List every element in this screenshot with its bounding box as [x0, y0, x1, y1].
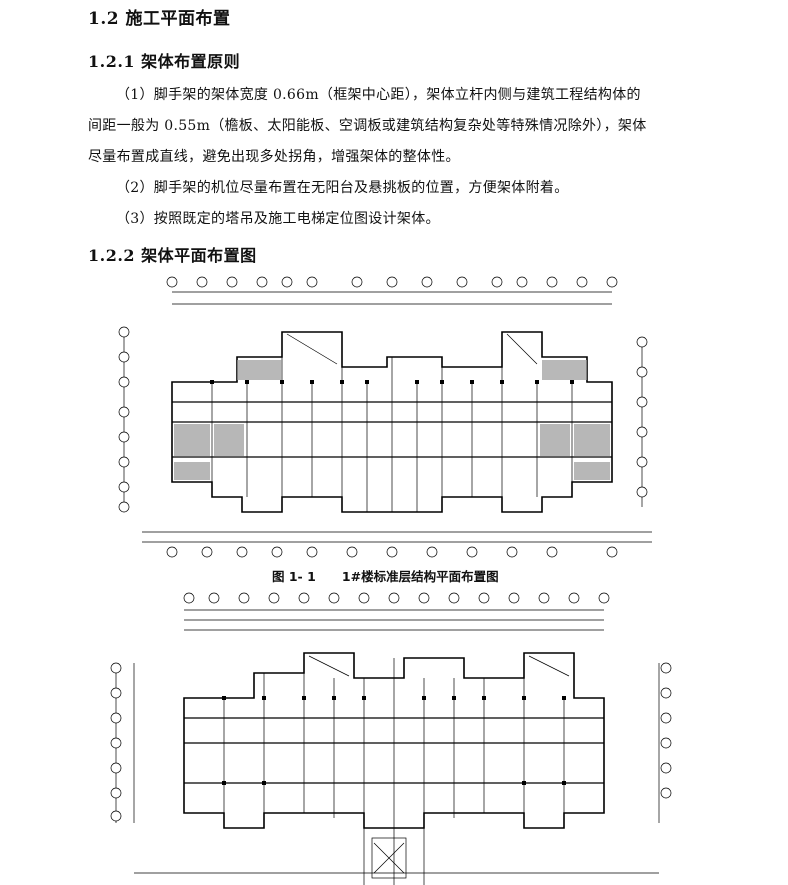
- paragraph-3: （3）按照既定的塔吊及施工电梯定位图设计架体。: [116, 211, 440, 227]
- paragraph-1-line-1: （1）脚手架的架体宽度 0.66m（框架中心距），架体立杆内侧与建筑工程结构体的: [116, 87, 641, 103]
- subsection-title-layout-principles: 1.2.1 架体布置原则: [88, 52, 241, 71]
- paragraph-1-line-2: 间距一般为 0.55m（檐板、太阳能板、空调板或建筑结构复杂处等特殊情况除外），…: [88, 118, 647, 134]
- floor-plan-drawing-2: [104, 588, 684, 885]
- paragraph-2: （2）脚手架的机位尽量布置在无阳台及悬挑板的位置，方便架体附着。: [116, 180, 569, 196]
- figure-1-caption: 图 1- 1 1#楼标准层结构平面布置图: [272, 569, 499, 584]
- paragraph-1-line-3: 尽量布置成直线，避免出现多处拐角，增强架体的整体性。: [88, 149, 460, 165]
- section-title: 1.2 施工平面布置: [88, 9, 231, 29]
- floor-plan-drawing-1: [112, 272, 672, 562]
- paragraph-1: （1）脚手架的架体宽度 0.66m（框架中心距），架体立杆内侧与建筑工程结构体的…: [88, 80, 698, 173]
- subsection-title-plan-layout: 1.2.2 架体平面布置图: [88, 246, 257, 265]
